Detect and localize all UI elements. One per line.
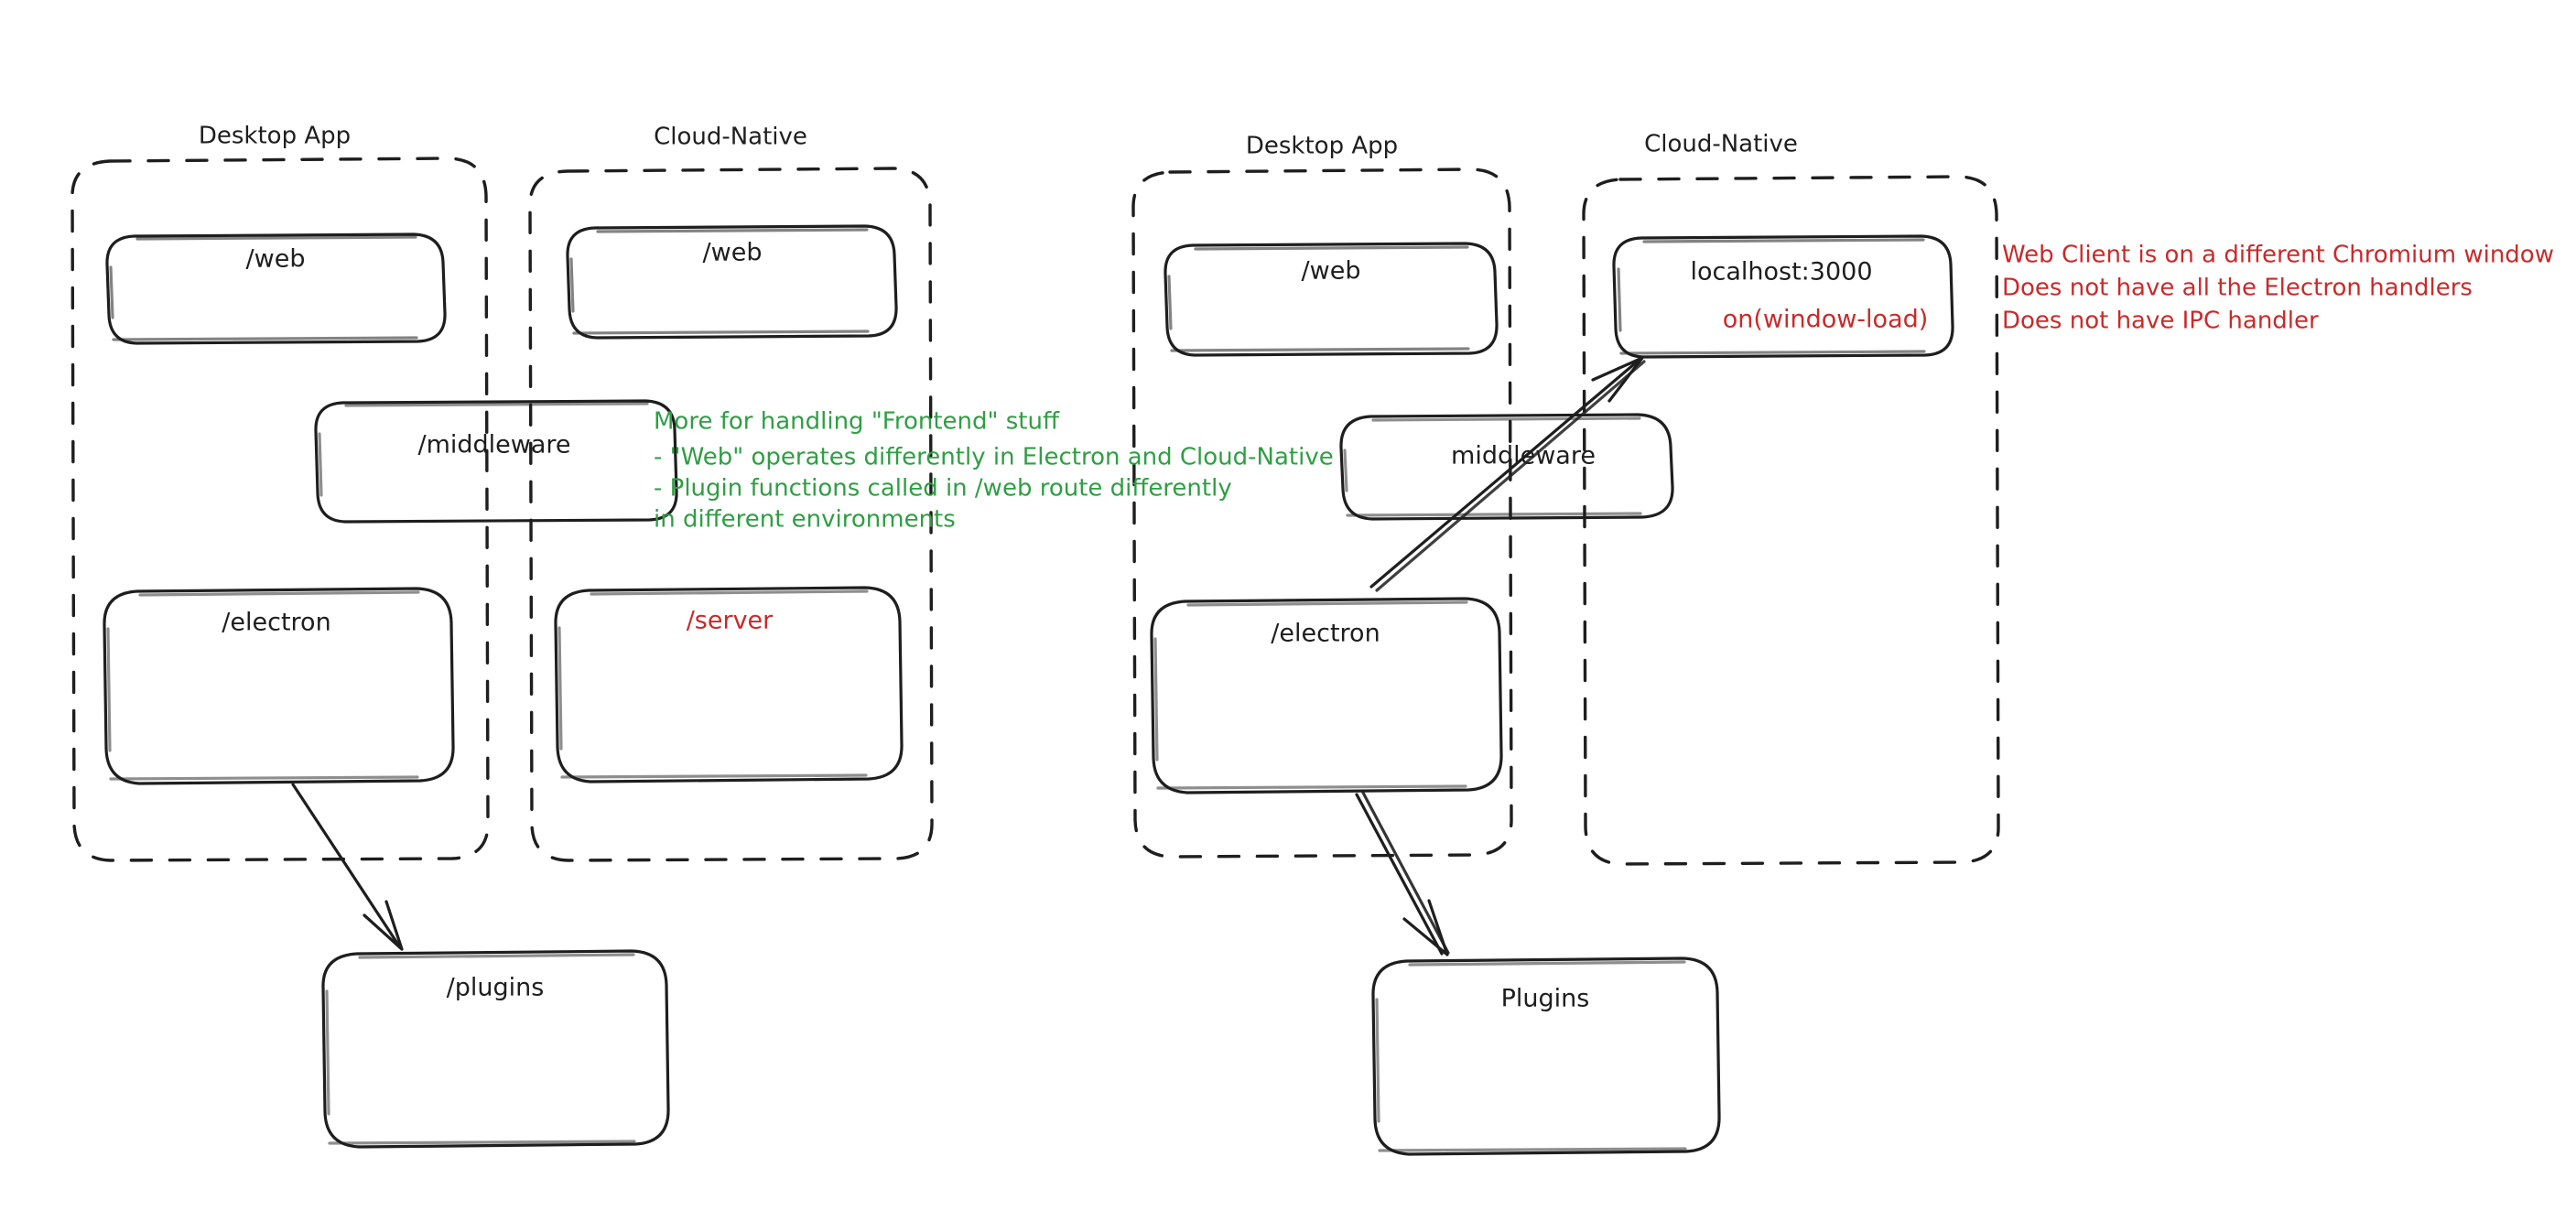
left-diagram: Desktop App Cloud-Native /web /web /midd… xyxy=(70,123,934,1149)
dashed-container-outline xyxy=(1582,175,2000,866)
box-outline-secondary xyxy=(106,590,420,781)
box-outline-secondary xyxy=(318,402,649,497)
box-right-middleware[interactable]: middleware xyxy=(1339,413,1674,521)
box-outline xyxy=(321,949,670,1149)
box-label: /web xyxy=(703,239,763,267)
group-title-desktop-app-left: Desktop App xyxy=(199,123,351,150)
box-outline xyxy=(1339,413,1674,521)
arrow-head xyxy=(1402,899,1449,956)
box-left-plugins[interactable]: /plugins xyxy=(321,949,670,1149)
annotation-green-note: More for handling "Frontend" stuff - "We… xyxy=(654,408,1334,534)
green-note-line-2: - "Web" operates differently in Electron… xyxy=(654,444,1334,471)
arrow-right-electron-to-plugins xyxy=(1355,791,1450,956)
box-left-middleware[interactable]: /middleware xyxy=(314,399,678,524)
group-title-desktop-app-right: Desktop App xyxy=(1246,133,1398,160)
box-outline-secondary xyxy=(1153,600,1468,790)
box-label: /electron xyxy=(1271,620,1380,648)
green-note-line-1: More for handling "Frontend" stuff xyxy=(654,408,1060,436)
box-label: /web xyxy=(246,245,306,274)
box-sublabel: on(window-load) xyxy=(1723,306,1929,334)
box-left-desktop-web[interactable]: /web xyxy=(105,232,447,345)
box-right-desktop-web[interactable]: /web xyxy=(1164,242,1499,357)
arrow-shaft xyxy=(1369,357,1642,589)
box-outline-secondary xyxy=(325,953,636,1145)
box-left-cloud-web[interactable]: /web xyxy=(566,224,898,340)
arrow-shaft xyxy=(291,783,402,949)
dashed-container-outline xyxy=(528,167,934,862)
box-outline xyxy=(1371,956,1721,1156)
right-diagram: Desktop App Cloud-Native /web localhost:… xyxy=(1131,131,2000,1156)
box-outline xyxy=(314,399,678,524)
box-right-plugins[interactable]: Plugins xyxy=(1371,956,1721,1156)
arrow-head xyxy=(363,900,404,951)
box-right-localhost[interactable]: localhost:3000 on(window-load) xyxy=(1612,234,1954,359)
group-left-cloud-native[interactable]: Cloud-Native xyxy=(528,124,934,862)
box-outline-secondary xyxy=(109,235,418,341)
box-label: /middleware xyxy=(417,431,570,459)
box-label: /server xyxy=(687,607,774,635)
box-outline xyxy=(1164,242,1499,357)
red-note-line-2: Does not have all the Electron handlers xyxy=(2002,275,2473,302)
arrow-head xyxy=(1591,356,1644,403)
red-note-line-3: Does not have IPC handler xyxy=(2002,308,2319,335)
arrow-shaft xyxy=(1355,793,1444,956)
dashed-container-outline xyxy=(1131,168,1513,859)
green-note-line-3: - Plugin functions called in /web route … xyxy=(654,475,1232,503)
group-right-cloud-native[interactable]: Cloud-Native xyxy=(1582,131,2000,866)
red-note-line-1: Web Client is on a different Chromium wi… xyxy=(2002,242,2554,269)
box-label: /plugins xyxy=(447,974,545,1002)
box-outline-secondary xyxy=(1617,238,1926,355)
dashed-container-outline xyxy=(70,157,490,862)
box-outline-secondary xyxy=(557,589,869,779)
box-outline xyxy=(103,587,455,785)
box-outline xyxy=(1150,597,1503,794)
box-outline-secondary xyxy=(569,228,870,335)
arrow-left-electron-to-plugins xyxy=(291,783,404,951)
box-label: /web xyxy=(1302,257,1361,286)
group-title-cloud-native-left: Cloud-Native xyxy=(654,124,807,151)
arrow-shaft-secondary xyxy=(1361,791,1450,955)
box-left-cloud-server[interactable]: /server xyxy=(554,586,904,784)
box-outline-secondary xyxy=(1375,960,1687,1152)
arrow-right-electron-to-localhost xyxy=(1369,356,1646,592)
group-left-desktop-app[interactable]: Desktop App xyxy=(70,123,490,862)
box-outline xyxy=(554,586,904,784)
box-label: localhost:3000 xyxy=(1690,258,1872,286)
box-outline xyxy=(105,232,447,345)
green-note-line-4: in different environments xyxy=(654,506,956,534)
box-right-desktop-electron[interactable]: /electron xyxy=(1150,597,1503,794)
arrow-shaft-secondary xyxy=(1375,360,1646,592)
group-right-desktop-app[interactable]: Desktop App xyxy=(1131,133,1513,859)
annotation-red-note: Web Client is on a different Chromium wi… xyxy=(2002,242,2554,335)
box-outline xyxy=(566,224,898,340)
box-left-desktop-electron[interactable]: /electron xyxy=(103,587,455,785)
box-label: Plugins xyxy=(1501,985,1590,1013)
group-title-cloud-native-right: Cloud-Native xyxy=(1644,131,1798,158)
box-label: /electron xyxy=(222,609,330,637)
box-outline xyxy=(1612,234,1954,359)
box-outline-secondary xyxy=(1343,416,1642,517)
box-outline-secondary xyxy=(1167,245,1470,352)
